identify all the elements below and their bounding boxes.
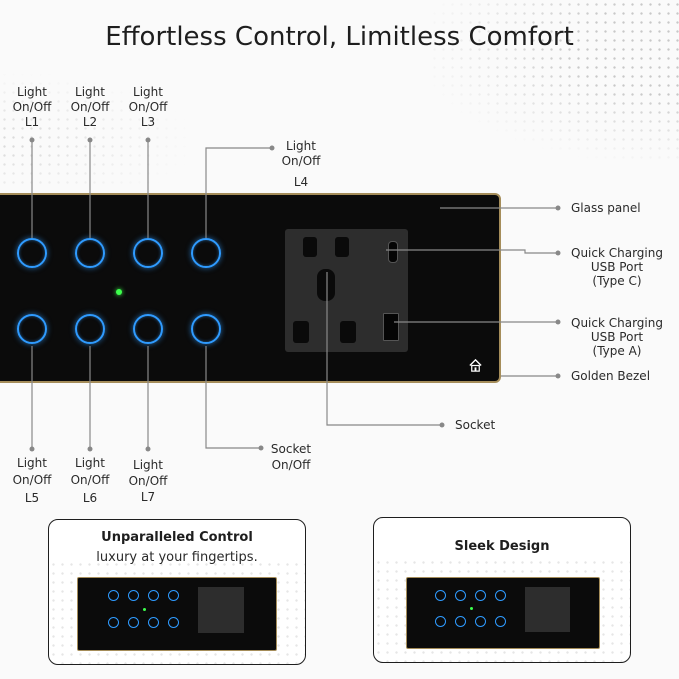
label-line: Light — [17, 456, 47, 470]
label-glass-panel: Glass panel — [571, 201, 641, 215]
touch-switch-socket[interactable] — [191, 314, 221, 344]
socket-hole — [293, 321, 309, 343]
label-socket: Socket — [455, 418, 496, 432]
label-line: On/Off — [128, 100, 168, 114]
card-title: Sleek Design — [454, 539, 550, 554]
label-l7: Light On/Off L7 — [122, 458, 174, 505]
mini-touch — [108, 617, 119, 628]
label-l5: Light On/Off L5 — [6, 456, 58, 506]
touch-switch-l4[interactable] — [191, 238, 221, 268]
feature-card-control: Unparalleled Control luxury at your fing… — [48, 519, 306, 665]
switch-panel — [0, 193, 501, 383]
touch-switch-l6[interactable] — [75, 314, 105, 344]
mini-touch — [108, 590, 119, 601]
mini-touch — [495, 616, 506, 627]
label-line: (Type C) — [592, 274, 642, 288]
label-line: On/Off — [70, 100, 110, 114]
label-line: L7 — [140, 490, 156, 504]
socket-hole — [335, 237, 349, 257]
mini-touch — [128, 617, 139, 628]
label-line: L6 — [82, 491, 98, 505]
mini-touch — [435, 590, 446, 601]
touch-switch-l7[interactable] — [133, 314, 163, 344]
touch-switch-l2[interactable] — [75, 238, 105, 268]
mini-panel — [77, 577, 277, 651]
touch-switch-l3[interactable] — [133, 238, 163, 268]
mini-touch — [475, 590, 486, 601]
label-line: L1 — [24, 115, 40, 129]
label-line: USB Port — [590, 260, 644, 274]
usb-type-a-port — [383, 313, 399, 341]
label-l6: Light On/Off L6 — [64, 456, 116, 506]
label-l4: Light On/Off L4 — [275, 139, 327, 190]
touch-switch-l1[interactable] — [17, 238, 47, 268]
mini-touch — [435, 616, 446, 627]
label-l3: Light On/Off L3 — [122, 85, 174, 130]
mini-touch — [128, 590, 139, 601]
label-type-a: Quick Charging USB Port (Type A) — [571, 316, 663, 358]
label-line: Light — [75, 456, 105, 470]
mini-touch — [455, 590, 466, 601]
label-line: Light — [75, 85, 105, 99]
label-line: Light — [133, 85, 163, 99]
feature-card-design: Sleek Design — [373, 517, 631, 663]
label-line: (Type A) — [592, 344, 642, 358]
mini-touch — [475, 616, 486, 627]
mini-panel — [406, 577, 600, 649]
label-line: Light — [17, 85, 47, 99]
mini-led — [143, 608, 146, 611]
socket-hole — [340, 321, 356, 343]
mini-socket — [198, 587, 244, 633]
socket-hole — [317, 269, 335, 301]
label-type-c: Quick Charging USB Port (Type C) — [571, 246, 663, 288]
touch-switch-l5[interactable] — [17, 314, 47, 344]
mini-touch — [168, 617, 179, 628]
label-line: L4 — [293, 175, 309, 189]
label-l2: Light On/Off L2 — [64, 85, 116, 130]
home-icon — [469, 358, 482, 372]
mini-socket — [525, 587, 570, 632]
label-line: L2 — [82, 115, 98, 129]
page-title: Effortless Control, Limitless Comfort — [105, 22, 574, 52]
label-line: Light — [133, 458, 163, 472]
usb-type-c-port — [388, 241, 398, 263]
mini-touch — [148, 617, 159, 628]
label-line: Light — [286, 139, 316, 153]
card-subtitle: luxury at your fingertips. — [96, 550, 258, 565]
label-line: On/Off — [128, 474, 168, 488]
mini-led — [470, 607, 473, 610]
label-line: USB Port — [590, 330, 644, 344]
label-line: L3 — [140, 115, 156, 129]
label-line: On/Off — [281, 154, 321, 168]
label-line: On/Off — [70, 473, 110, 487]
label-socket-switch: Socket On/Off — [266, 442, 316, 473]
label-line: Socket — [270, 442, 312, 456]
mini-touch — [495, 590, 506, 601]
label-line: On/Off — [12, 473, 52, 487]
mini-touch — [148, 590, 159, 601]
label-l1: Light On/Off L1 — [6, 85, 58, 130]
socket-hole — [303, 237, 317, 257]
card-title: Unparalleled Control — [101, 530, 253, 545]
label-line: On/Off — [271, 458, 311, 472]
label-line: On/Off — [12, 100, 52, 114]
label-line: L5 — [24, 491, 40, 505]
mini-touch — [455, 616, 466, 627]
label-line: Quick Charging — [571, 316, 663, 330]
label-golden-bezel: Golden Bezel — [571, 369, 651, 383]
mini-touch — [168, 590, 179, 601]
led-indicator-icon — [116, 289, 122, 295]
label-line: Quick Charging — [571, 246, 663, 260]
